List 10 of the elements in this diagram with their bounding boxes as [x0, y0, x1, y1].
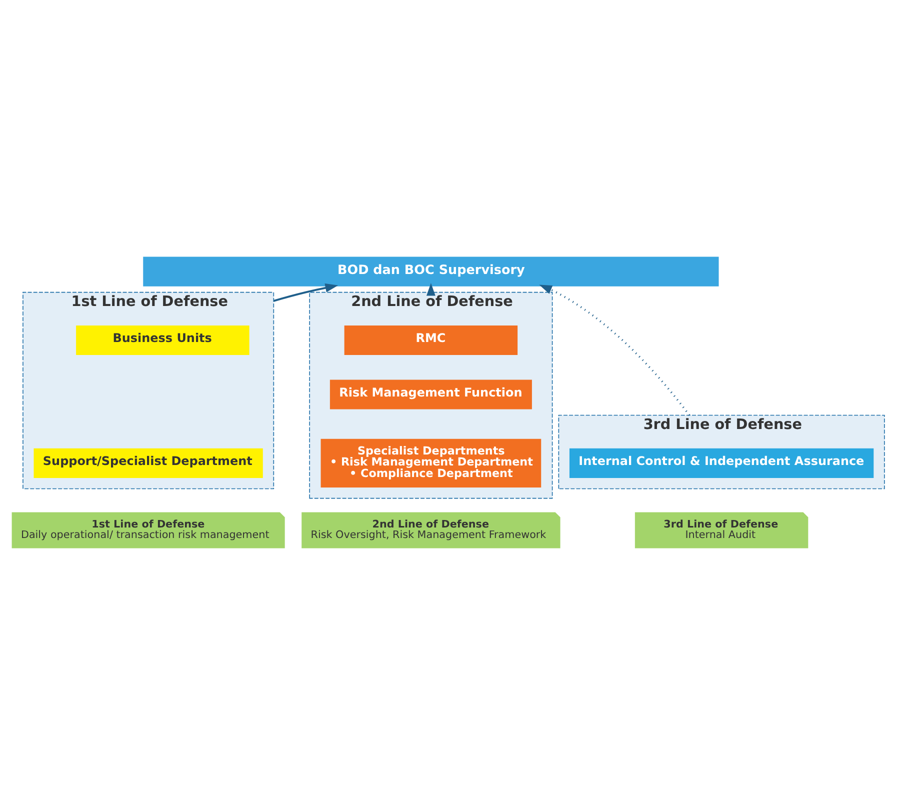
- node-box: Support/Specialist Department: [34, 448, 263, 478]
- node-box: BOD dan BOC Supervisory: [143, 256, 719, 286]
- arrow: [426, 283, 436, 296]
- arrow: [273, 283, 338, 302]
- node-box: Business Units: [76, 325, 250, 355]
- arrow: [539, 284, 690, 416]
- node-box: Risk Management Function: [330, 380, 532, 410]
- node-box: RMC: [344, 325, 518, 355]
- node-box: Internal Control & Independent Assurance: [569, 448, 874, 478]
- node-box: Specialist Departments • Risk Management Department • Compliance Department: [320, 438, 542, 488]
